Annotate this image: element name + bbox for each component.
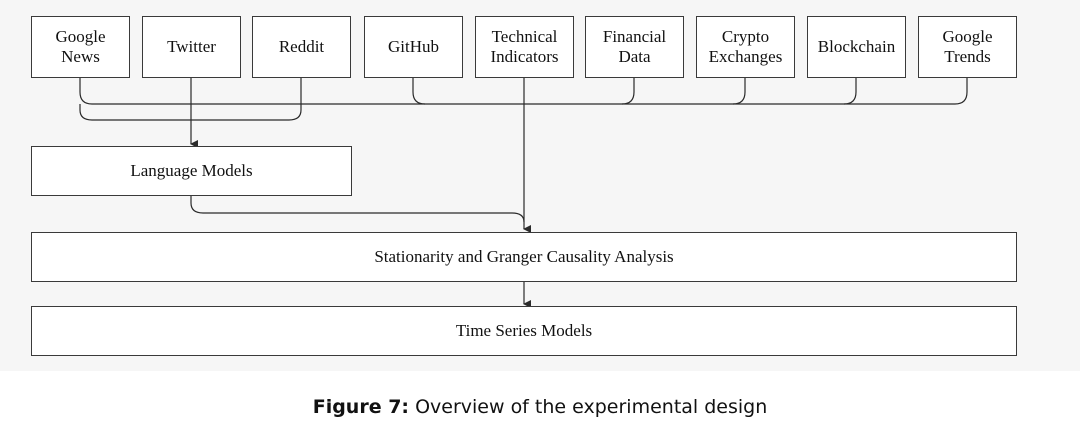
blockchain-drop-line <box>843 78 857 105</box>
figure-caption: Figure 7: Overview of the experimental d… <box>0 396 1080 418</box>
caption-label: Figure 7: <box>312 396 410 418</box>
github-drop-line <box>412 78 426 105</box>
source-github: GitHub <box>364 16 463 78</box>
source-twitter: Twitter <box>142 16 241 78</box>
source-reddit: Reddit <box>252 16 351 78</box>
source-crypto-exchanges: Crypto Exchanges <box>696 16 795 78</box>
source-google-news: Google News <box>31 16 130 78</box>
stationarity-analysis-box: Stationarity and Granger Causality Analy… <box>31 232 1017 282</box>
financial-drop-line <box>621 78 635 105</box>
language-models-output-line <box>190 196 525 223</box>
source-financial-data: Financial Data <box>585 16 684 78</box>
connector-lines <box>79 78 968 308</box>
language-models-box: Language Models <box>31 146 352 196</box>
time-series-models-box: Time Series Models <box>31 306 1017 356</box>
caption-text: Overview of the experimental design <box>409 396 768 418</box>
crypto-drop-line <box>732 78 746 105</box>
source-technical-indicators: Technical Indicators <box>475 16 574 78</box>
source-blockchain: Blockchain <box>807 16 906 78</box>
source-google-trends: Google Trends <box>918 16 1017 78</box>
